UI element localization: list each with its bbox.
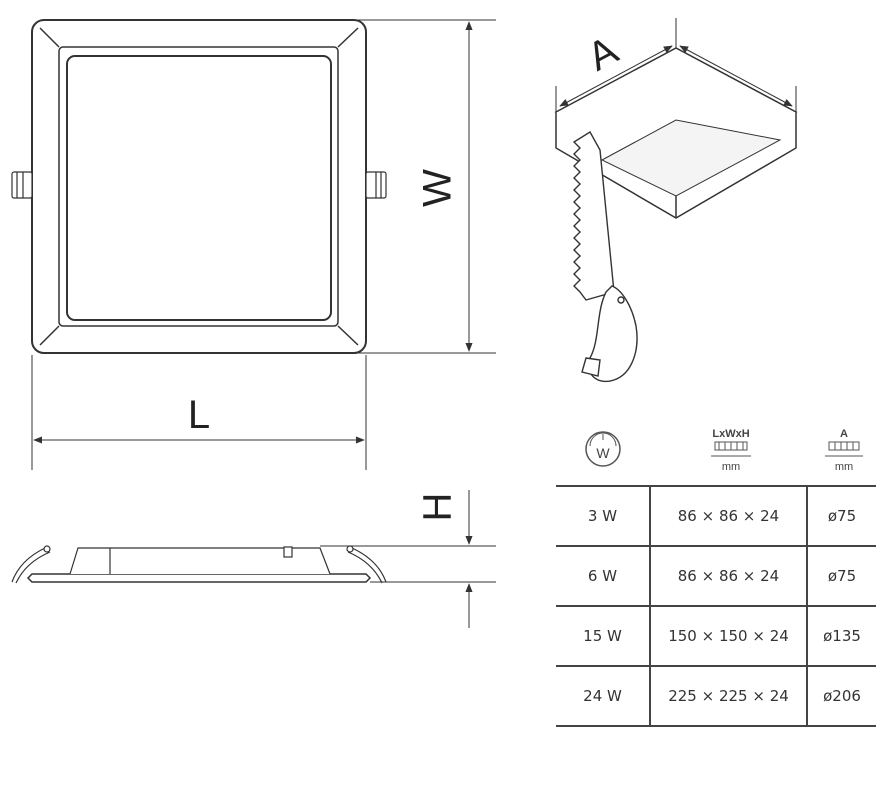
- cutout-dimension: [555, 18, 797, 112]
- height-dimension: [320, 490, 496, 628]
- cutout-cell: ø75: [806, 485, 876, 547]
- svg-text:W: W: [596, 445, 610, 461]
- size-cell: 86 × 86 × 24: [649, 545, 808, 607]
- size-cell: 225 × 225 × 24: [649, 665, 808, 727]
- cutout-cell: ø75: [806, 545, 876, 607]
- spring-clip-left: [11, 171, 33, 199]
- size-header-label: LxWxH: [712, 428, 749, 440]
- power-cell: 6 W: [556, 545, 651, 607]
- power-cell: 3 W: [556, 485, 651, 547]
- height-label: H: [416, 493, 460, 522]
- cutout-header: A mm: [825, 428, 863, 473]
- cutout-header-unit: mm: [835, 461, 853, 473]
- spring-clip-right: [365, 171, 387, 199]
- size-cell: 86 × 86 × 24: [649, 485, 808, 547]
- size-header-unit: mm: [722, 461, 740, 473]
- table-row: 15 W 150 × 150 × 24 ø135: [556, 605, 876, 667]
- table-row: 24 W 225 × 225 × 24 ø206: [556, 665, 876, 727]
- cutout-cell: ø135: [806, 605, 876, 667]
- width-label: W: [416, 169, 460, 207]
- table-row: 3 W 86 × 86 × 24 ø75: [556, 485, 876, 547]
- size-cell: 150 × 150 × 24: [649, 605, 808, 667]
- panel-front-view: [31, 19, 367, 354]
- cutout-label: A: [581, 28, 625, 80]
- cutout-header-label: A: [840, 428, 848, 440]
- size-header: LxWxH mm: [711, 428, 751, 473]
- watt-icon: W: [585, 431, 621, 467]
- saw-icon: [572, 131, 638, 383]
- width-dimension: [358, 19, 496, 354]
- power-cell: 15 W: [556, 605, 651, 667]
- length-dimension: [31, 355, 367, 470]
- cutout-cell: ø206: [806, 665, 876, 727]
- spec-table: 3 W 86 × 86 × 24 ø75 6 W 86 × 86 × 24 ø7…: [556, 485, 876, 727]
- power-cell: 24 W: [556, 665, 651, 727]
- panel-side-view: [11, 545, 387, 584]
- table-row: 6 W 86 × 86 × 24 ø75: [556, 545, 876, 607]
- length-label: L: [188, 393, 210, 437]
